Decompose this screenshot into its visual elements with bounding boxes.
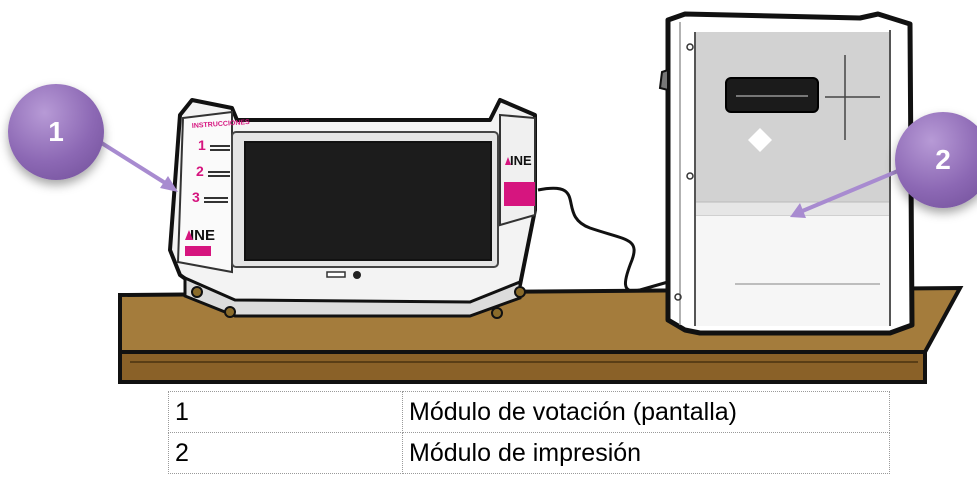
step-2-number: 2 xyxy=(196,163,204,179)
step-3-number: 3 xyxy=(192,189,200,205)
ine-diamond-logo xyxy=(748,128,772,152)
legend-row: 1 Módulo de votación (pantalla) xyxy=(168,391,890,433)
printing-module xyxy=(658,11,915,336)
connection-cable xyxy=(537,186,669,293)
callout-badge-1-label: 1 xyxy=(48,116,64,147)
brand-logo-left: INE xyxy=(190,227,215,244)
brand-logo-right: INE xyxy=(510,153,532,168)
instructions-header: INSTRUCCIONES xyxy=(192,119,251,130)
legend-number: 2 xyxy=(168,432,403,474)
callout-arrow-2 xyxy=(790,166,906,218)
callout-badge-1: 1 xyxy=(8,84,104,180)
legend-row: 2 Módulo de impresión xyxy=(168,432,890,474)
legend-table: 1 Módulo de votación (pantalla) 2 Módulo… xyxy=(168,391,890,474)
legend-number: 1 xyxy=(168,391,403,433)
legend-description: Módulo de impresión xyxy=(402,432,890,474)
callout-arrow-1 xyxy=(98,140,178,192)
callout-badge-2: 2 xyxy=(895,112,977,208)
step-1-number: 1 xyxy=(198,137,206,153)
legend-description: Módulo de votación (pantalla) xyxy=(402,391,890,433)
callout-badge-2-label: 2 xyxy=(935,144,951,175)
voting-module: INSTRUCCIONES 1 2 3 INE INE xyxy=(168,98,537,319)
touch-screen xyxy=(244,141,492,261)
